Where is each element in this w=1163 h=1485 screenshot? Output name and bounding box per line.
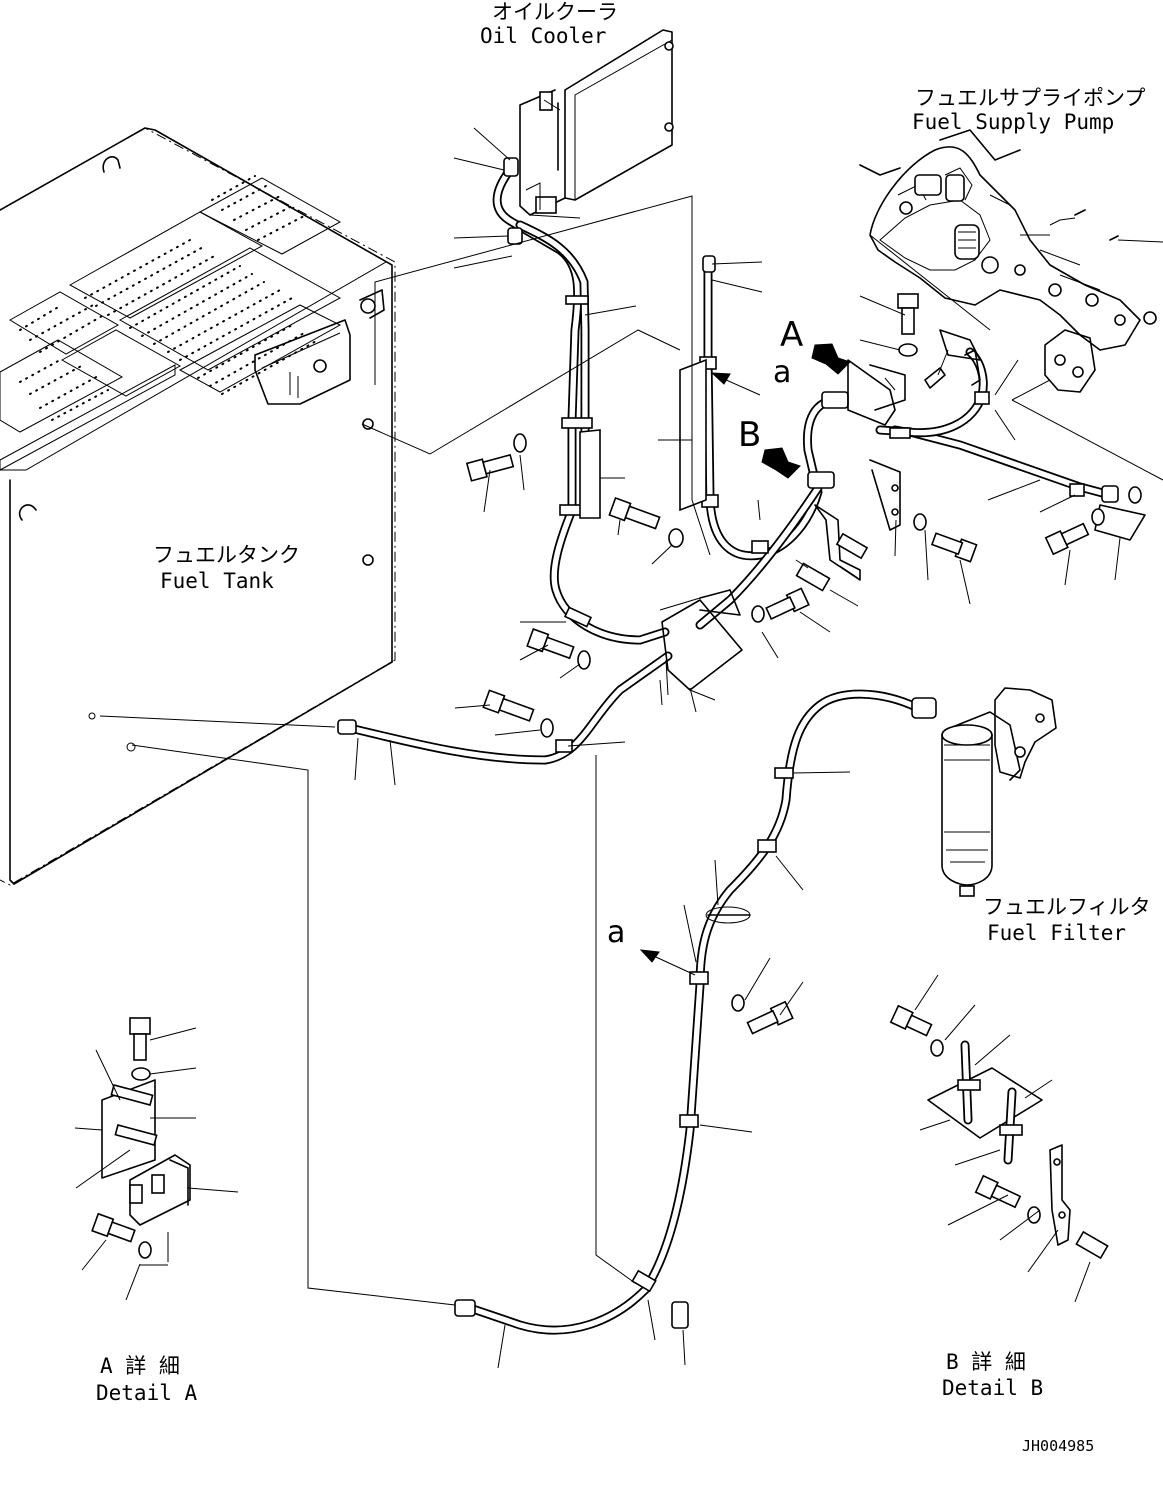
ref-marker-a-lower: a [607,915,626,950]
fuel-supply-pump-label-jp: フュエルサプライポンプ [915,86,1146,110]
fuel-hoses [337,157,1119,1335]
bolts-washers [465,293,1142,1329]
drawing-number: JH004985 [1022,1437,1095,1455]
detail-a-label-jp: A 詳 細 [100,1354,180,1378]
fuel-filter-label-en: Fuel Filter [987,921,1127,945]
direction-arrow-icon [639,372,761,976]
view-marker-b: B [738,415,762,455]
fuel-filter-label-jp: フュエルフィルタ [983,895,1151,919]
detail-a-label-en: Detail A [96,1381,198,1405]
view-arrow-b-icon [761,447,801,479]
detail-a-figure [91,1017,191,1259]
detail-b-figure [889,1004,1109,1260]
fuel-tank-label-en: Fuel Tank [160,569,274,593]
fuel-tank-label-jp: フュエルタンク [153,543,300,567]
fuel-filter [941,687,1057,897]
detail-b-label-jp: B 詳 細 [946,1350,1026,1374]
oil-cooler-label-jp: オイルクーラ [492,0,618,24]
fuel-tank [0,127,396,886]
oil-cooler-label-en: Oil Cooler [480,24,607,48]
fuel-supply-pump-label-en: Fuel Supply Pump [912,110,1115,134]
fuel-supply-pump [859,129,1163,481]
view-arrow-a-icon [811,343,851,375]
detail-b-label-en: Detail B [942,1376,1044,1400]
ref-marker-a-upper: a [773,355,792,390]
leader-lines [74,99,1121,1369]
brackets [579,329,1146,691]
oil-cooler [519,29,674,216]
view-marker-a: A [780,315,804,355]
